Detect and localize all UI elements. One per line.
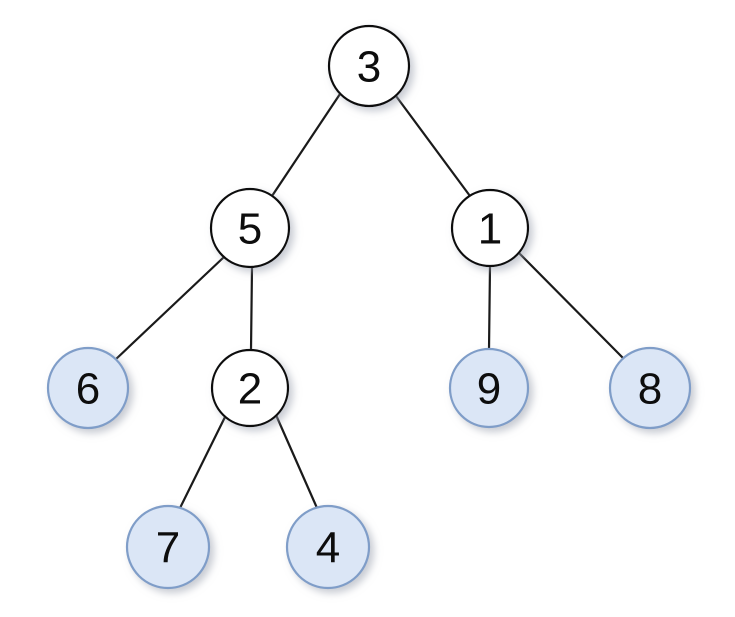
node-circle-8[interactable]: [608, 346, 692, 430]
tree-node-6[interactable]: 6: [46, 346, 130, 430]
node-circle-3[interactable]: [327, 24, 411, 108]
tree-node-9[interactable]: 9: [448, 347, 530, 429]
node-label-8: 8: [638, 365, 662, 414]
edges-layer: [113, 92, 625, 510]
tree-node-4[interactable]: 4: [285, 504, 371, 590]
tree-edge-n3-n5: [270, 92, 342, 198]
tree-node-1[interactable]: 1: [450, 188, 530, 268]
node-circle-1[interactable]: [450, 188, 530, 268]
tree-node-8[interactable]: 8: [608, 346, 692, 430]
tree-edge-n3-n1: [394, 94, 472, 198]
node-circle-7[interactable]: [125, 504, 211, 590]
node-label-3: 3: [357, 43, 381, 92]
tree-node-3[interactable]: 3: [327, 24, 411, 108]
node-circle-5[interactable]: [209, 187, 291, 269]
tree-edge-n5-n2: [249, 265, 254, 352]
node-label-7: 7: [156, 524, 180, 573]
tree-node-5[interactable]: 5: [209, 187, 291, 269]
node-circle-9[interactable]: [448, 347, 530, 429]
node-circle-4[interactable]: [285, 504, 371, 590]
node-label-4: 4: [316, 524, 340, 573]
tree-edge-n5-n6: [113, 255, 226, 362]
node-label-2: 2: [238, 365, 262, 414]
tree-edge-n2-n4: [274, 413, 319, 510]
node-label-6: 6: [76, 365, 100, 414]
node-label-1: 1: [478, 205, 502, 254]
node-label-5: 5: [238, 205, 262, 254]
tree-node-7[interactable]: 7: [125, 504, 211, 590]
nodes-layer: 3 5 1 6 2 9 8 7 4: [46, 24, 692, 590]
node-label-9: 9: [477, 365, 501, 414]
node-circle-6[interactable]: [46, 346, 130, 430]
tree-edge-n2-n7: [178, 413, 228, 510]
tree-node-2[interactable]: 2: [210, 348, 290, 428]
tree-edge-n1-n9: [487, 264, 492, 352]
node-circle-2[interactable]: [210, 348, 290, 428]
tree-edge-n1-n8: [516, 250, 625, 360]
